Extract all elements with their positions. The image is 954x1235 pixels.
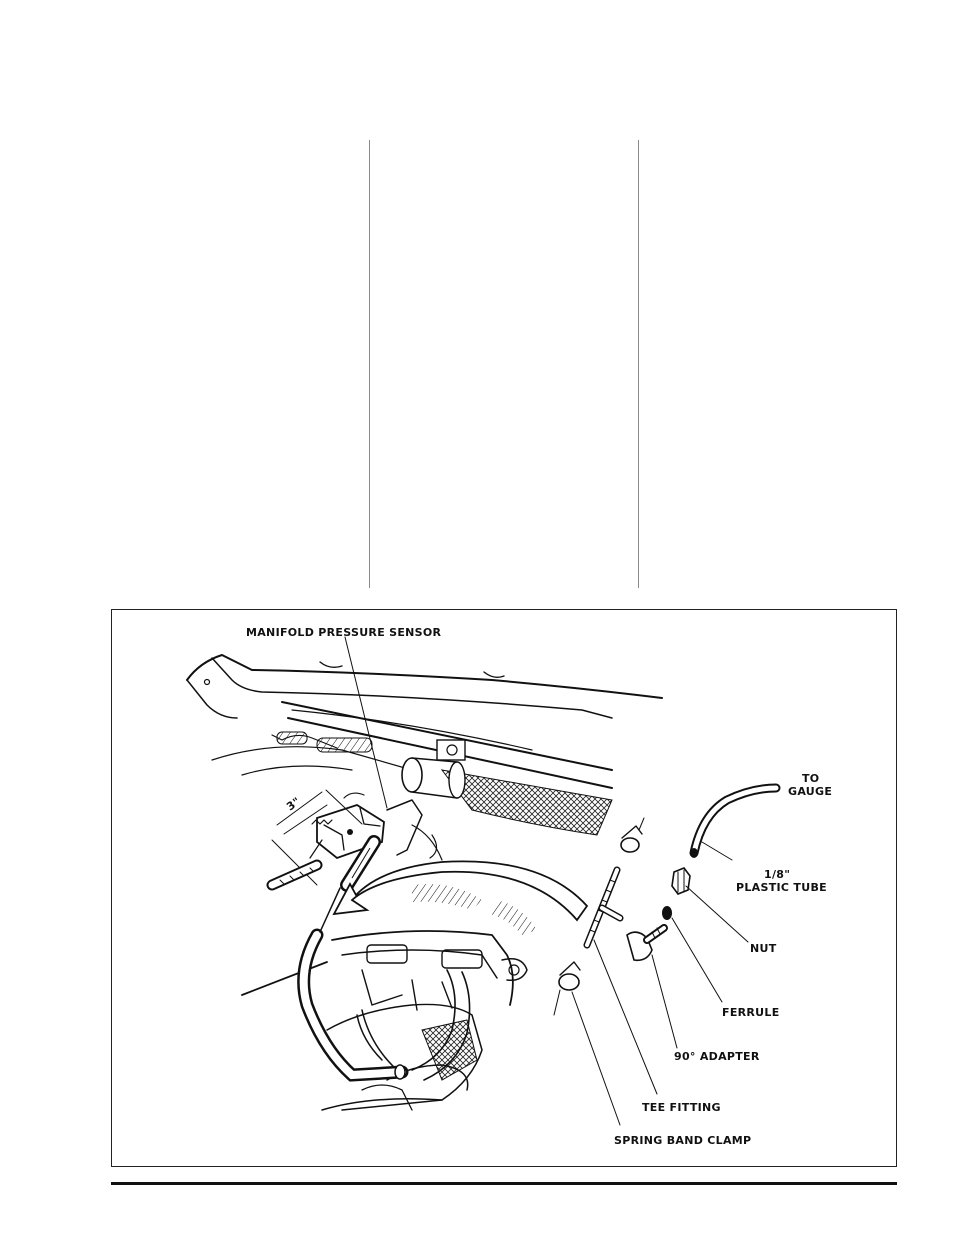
hood-outline (187, 655, 662, 718)
label-to-gauge-line1: TO (802, 772, 819, 785)
engine-bay-illustration: 3" (112, 610, 898, 1168)
label-ferrule: FERRULE (722, 1006, 780, 1019)
plastic-tube (690, 788, 776, 858)
label-tee-fitting: TEE FITTING (642, 1101, 721, 1114)
tee-fitting (587, 870, 620, 945)
label-plastic-tube: PLASTIC TUBE (736, 881, 827, 894)
spring-band-clamp-bottom (554, 962, 580, 1015)
column-divider-right (638, 140, 639, 588)
vacuum-hose (304, 888, 405, 1079)
ninety-degree-adapter (627, 928, 664, 960)
figure-frame: 3" (111, 609, 897, 1167)
engine-block (242, 931, 527, 1110)
label-manifold-pressure-sensor: MANIFOLD PRESSURE SENSOR (246, 626, 442, 639)
spring-band-clamp-top (621, 818, 644, 852)
label-to-gauge-line2: GAUGE (788, 785, 832, 798)
ferrule (662, 906, 672, 920)
column-divider-left (369, 140, 370, 588)
label-nut: NUT (750, 942, 777, 955)
direction-arrow (334, 861, 587, 935)
nut (672, 868, 690, 894)
dimension-label: 3" (284, 795, 303, 814)
label-spring-band-clamp: SPRING BAND CLAMP (614, 1134, 751, 1147)
label-tube-size: 1/8" (764, 868, 790, 881)
left-hoses (272, 865, 397, 1070)
footer-rule (111, 1182, 897, 1185)
label-90-adapter: 90° ADAPTER (674, 1050, 760, 1063)
